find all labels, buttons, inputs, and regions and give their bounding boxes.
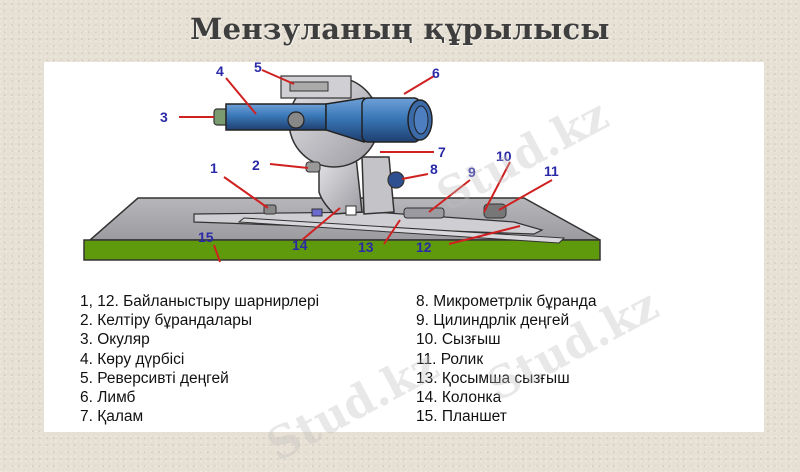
content-panel: 1 2 3 4 5 6 7 8 9 10 11 12 13 14 15 1, 1… [44, 62, 764, 432]
legend-item: 11. Ролик [416, 350, 484, 368]
telescope [213, 97, 433, 144]
callout-10: 10 [496, 148, 512, 164]
legend-left-column: 1, 12. Байланыстыру шарнирлері 2. Келтір… [80, 292, 319, 426]
callout-11: 11 [544, 163, 559, 179]
legend-item: 9. Цилиндрлік деңгей [416, 312, 570, 330]
legend-item: 10. Сызғыш [416, 331, 501, 349]
legend-item: 8. Микрометрлік бұранда [416, 293, 597, 310]
legend-item: 14. Колонка [416, 389, 502, 407]
callout-9: 9 [468, 164, 476, 180]
legend-item: 13. Қосымша сызғыш [416, 369, 570, 387]
legend-item: 2. Келтіру бұрандалары [80, 312, 252, 330]
legend-item: 1, 12. Байланыстыру шарнирлері [80, 293, 320, 310]
legend-item: 5. Реверсивті деңгей [80, 369, 229, 387]
legend-item: 3. Окуляр [80, 331, 150, 349]
callout-1: 1 [210, 160, 218, 176]
leader-lines [179, 69, 553, 263]
legend-item: 15. Планшет [416, 408, 507, 426]
callout-4: 4 [216, 63, 224, 79]
callout-12: 12 [416, 239, 432, 255]
callout-5: 5 [254, 62, 262, 75]
callout-3: 3 [160, 109, 168, 125]
callout-14: 14 [292, 237, 308, 253]
callout-7: 7 [438, 144, 446, 160]
callout-numbers: 1 2 3 4 5 6 7 8 9 10 11 12 13 14 15 [160, 62, 559, 255]
callout-2: 2 [252, 157, 260, 173]
plane-table-diagram: 1 2 3 4 5 6 7 8 9 10 11 12 13 14 15 [83, 62, 601, 263]
callout-8: 8 [430, 161, 438, 177]
legend-item: 4. Көру дүрбісі [80, 350, 185, 368]
callout-6: 6 [432, 65, 440, 81]
legend-item: 7. Қалам [80, 408, 144, 426]
callout-15: 15 [198, 229, 214, 245]
column [311, 156, 395, 217]
legend-right-column: 8. Микрометрлік бұранда 9. Цилиндрлік де… [416, 292, 596, 426]
callout-13: 13 [358, 239, 374, 255]
slide-title: Мензуланың құрылысы [190, 12, 610, 46]
legend-item: 6. Лимб [80, 389, 136, 407]
